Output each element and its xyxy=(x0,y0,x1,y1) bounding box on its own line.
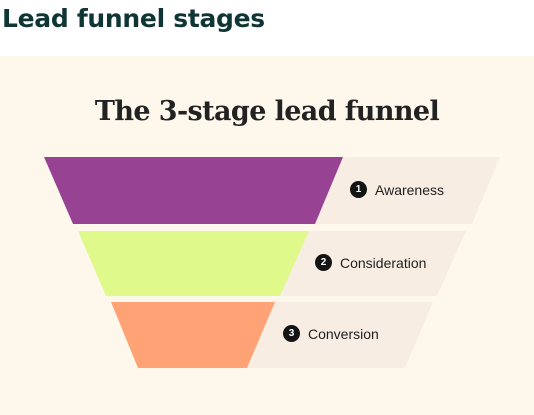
stage-1-label-band xyxy=(300,157,500,224)
stage-3-segment xyxy=(111,302,275,368)
stage-3-number-badge: 3 xyxy=(283,325,300,342)
stage-1-number-badge: 1 xyxy=(350,181,367,198)
stage-2-segment xyxy=(78,231,309,296)
stage-2-number-badge: 2 xyxy=(315,254,332,271)
diagram-title: The 3-stage lead funnel xyxy=(94,96,440,127)
stage-1-label: 1 Awareness xyxy=(350,181,444,198)
stage-3-label-band xyxy=(240,302,433,368)
stage-2-label: 2 Consideration xyxy=(315,254,426,271)
stage-2-text: Consideration xyxy=(340,254,427,271)
stage-3-text: Conversion xyxy=(308,325,379,342)
page-heading: Lead funnel stages xyxy=(2,4,265,33)
stage-1-text: Awareness xyxy=(375,181,445,198)
stage-2-label-band xyxy=(270,231,466,296)
stage-3-label: 3 Conversion xyxy=(283,325,379,342)
stage-1-segment xyxy=(44,157,343,224)
